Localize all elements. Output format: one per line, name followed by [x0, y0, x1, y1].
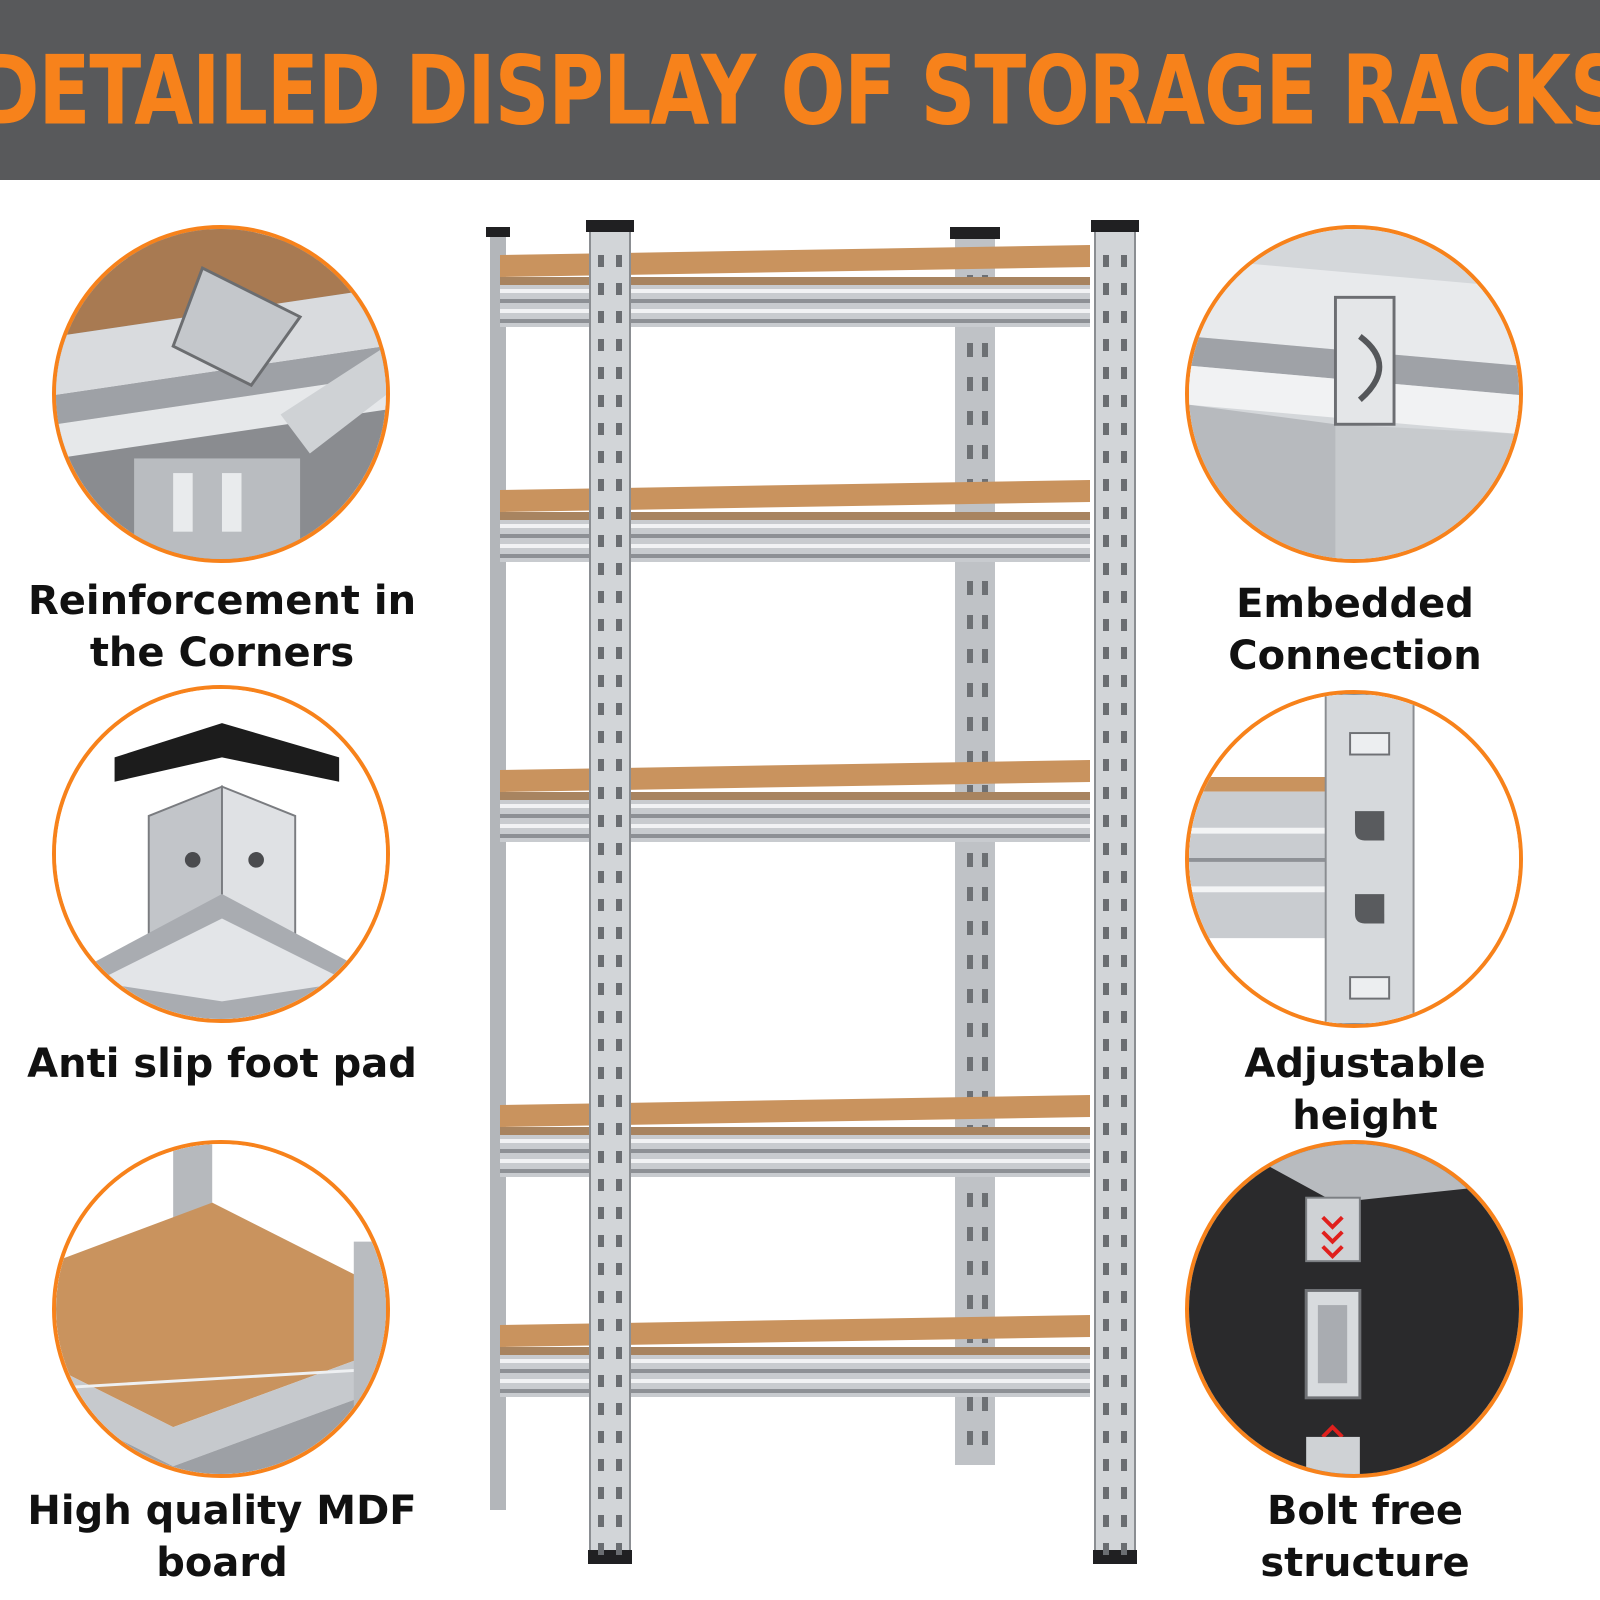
embedded-connection-image [1185, 225, 1523, 563]
caption-bolt-free: Bolt free structure [1260, 1488, 1470, 1586]
adjustable-height-image [1185, 690, 1523, 1028]
header-banner: DETAILED DISPLAY OF STORAGE RACKS [0, 0, 1600, 180]
foot-pad-detail-image [52, 685, 390, 1023]
shelf-board [500, 1095, 1090, 1127]
caption-corners: Reinforcement in the Corners [27, 578, 417, 676]
front-upright [1094, 224, 1136, 1561]
caption-foot-pad: Anti slip foot pad [27, 1041, 417, 1087]
shelf-board [500, 1315, 1090, 1347]
shelf-board [500, 480, 1090, 512]
caption-mdf: High quality MDF board [27, 1488, 417, 1586]
corner-detail-image [52, 225, 390, 563]
front-upright [589, 224, 631, 1561]
shelf-board [500, 760, 1090, 792]
shelf-board [500, 245, 1090, 277]
page-title: DETAILED DISPLAY OF STORAGE RACKS [0, 34, 1600, 146]
bolt-free-structure-image [1185, 1140, 1523, 1478]
caption-height: Adjustable height [1244, 1041, 1486, 1139]
storage-rack-image [470, 215, 1150, 1600]
caption-embedded: Embedded Connection [1228, 581, 1482, 679]
mdf-board-detail-image [52, 1140, 390, 1478]
